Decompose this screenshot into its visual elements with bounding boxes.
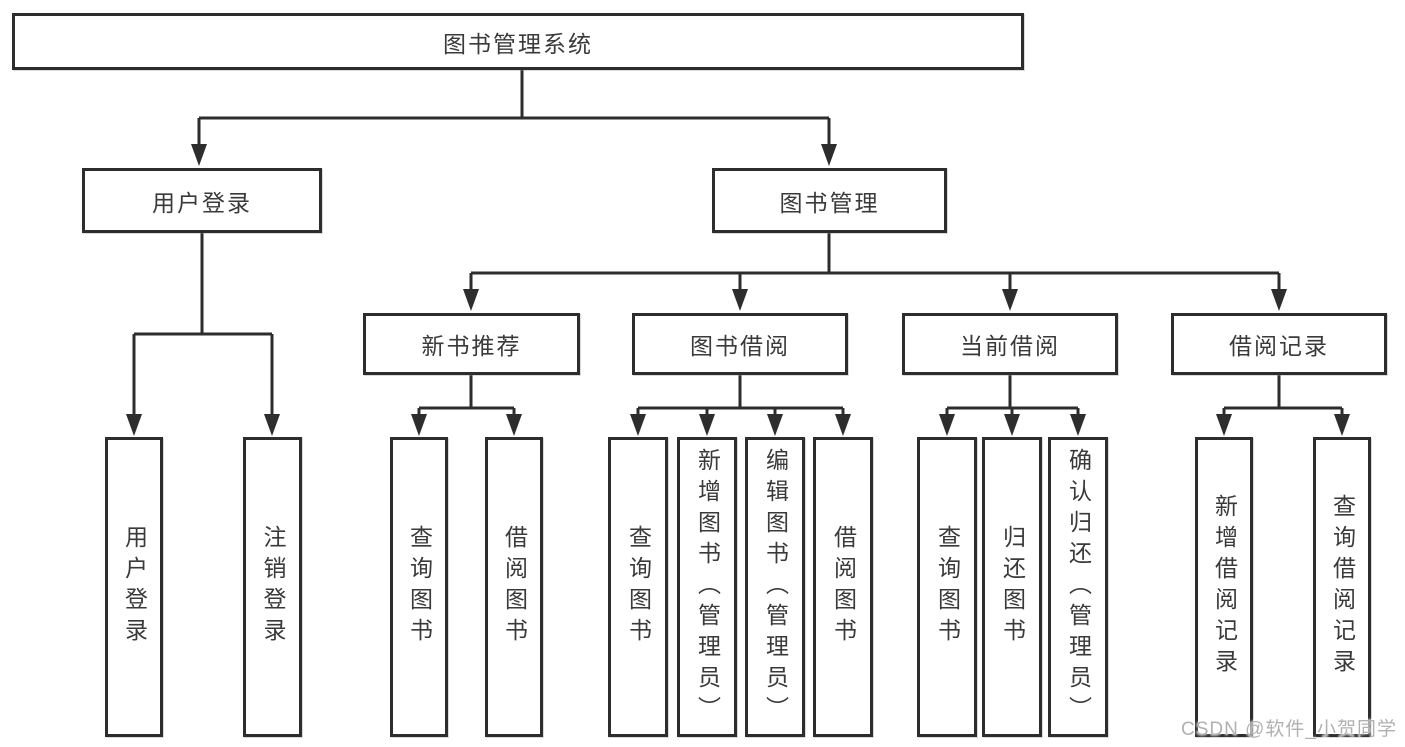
node-label: 用户登录 — [121, 525, 148, 649]
node-label: 图书管理 — [779, 189, 880, 216]
watermark-text: CSDN @软件_小贺同学 — [1181, 719, 1397, 740]
node-label: 当前借阅 — [960, 333, 1060, 359]
node-label: 查询图书 — [625, 525, 652, 649]
node-label: 借阅图书 — [501, 525, 528, 649]
node-label: 借阅图书 — [830, 525, 857, 649]
node-label: 图书借阅 — [690, 333, 790, 359]
node-new-book-recommend: 新书推荐 — [363, 313, 580, 375]
node-query-books-borrow: 查询图书 — [608, 437, 668, 737]
node-edit-book-admin: 编辑图书（管理员） — [745, 437, 805, 737]
node-borrow-books: 借阅图书 — [813, 437, 873, 737]
node-label: 图书管理系统 — [443, 30, 593, 57]
node-confirm-return-admin: 确认归还（管理员） — [1048, 437, 1108, 737]
node-label: 新书推荐 — [421, 333, 522, 359]
node-root: 图书管理系统 — [12, 13, 1024, 70]
node-label: 查询借阅记录 — [1329, 494, 1356, 680]
node-label: 查询图书 — [406, 525, 433, 649]
node-label: 新增借阅记录 — [1211, 494, 1238, 680]
node-book-management: 图书管理 — [712, 168, 947, 233]
node-add-borrow-record: 新增借阅记录 — [1195, 437, 1253, 737]
node-borrow-books-recommend: 借阅图书 — [485, 437, 543, 737]
node-label: 注销登录 — [260, 525, 286, 649]
node-label: 归还图书 — [999, 525, 1026, 649]
node-label: 用户登录 — [152, 189, 252, 216]
node-query-borrow-record: 查询借阅记录 — [1313, 437, 1371, 737]
node-logout: 注销登录 — [243, 437, 302, 737]
node-label: 确认归还（管理员） — [1065, 447, 1092, 727]
node-current-borrow: 当前借阅 — [902, 313, 1118, 375]
node-query-books-current: 查询图书 — [917, 437, 977, 737]
node-label: 新增图书（管理员） — [694, 447, 721, 727]
node-return-book: 归还图书 — [982, 437, 1042, 737]
node-label: 查询图书 — [934, 525, 961, 649]
node-query-books-recommend: 查询图书 — [390, 437, 448, 737]
node-book-borrow: 图书借阅 — [632, 313, 848, 375]
node-user-login: 用户登录 — [82, 168, 322, 233]
node-borrow-records: 借阅记录 — [1171, 313, 1387, 375]
arrowheads — [126, 144, 1350, 436]
node-label: 借阅记录 — [1229, 333, 1329, 359]
node-label: 编辑图书（管理员） — [762, 447, 789, 727]
node-add-book-admin: 新增图书（管理员） — [677, 437, 737, 737]
node-login: 用户登录 — [105, 437, 163, 737]
